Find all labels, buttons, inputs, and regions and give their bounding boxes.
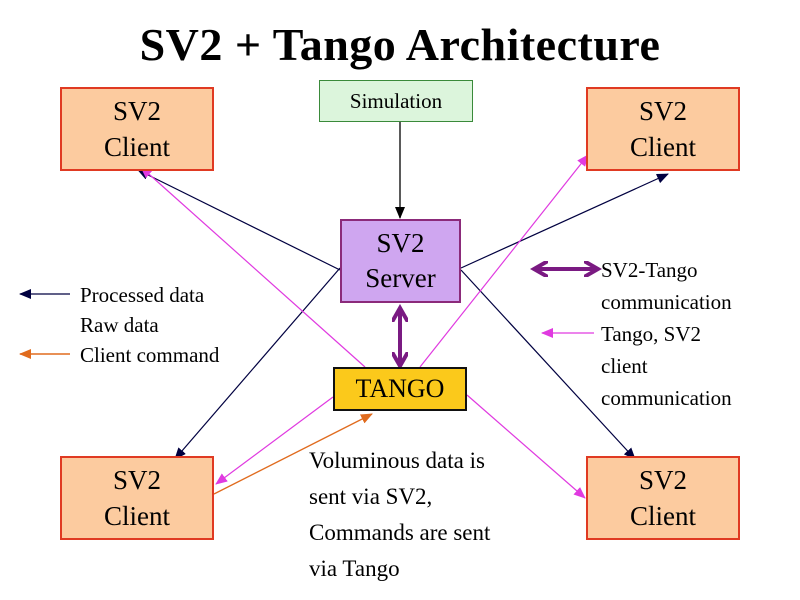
note-line2: sent via SV2,: [309, 484, 433, 509]
architecture-note: Voluminous data is sent via SV2, Command…: [309, 443, 490, 587]
legend-client-command: Client command: [80, 343, 220, 367]
note-line4: via Tango: [309, 556, 400, 581]
note-line1: Voluminous data is: [309, 448, 485, 473]
server-label-line2: Server: [365, 263, 436, 293]
simulation-label: Simulation: [349, 88, 443, 113]
arrow-server-to-client-bottom-left: [174, 267, 341, 460]
client-label-line2: Client: [104, 501, 170, 531]
arrow-server-to-client-top-right: [460, 173, 669, 269]
arrow-client-command-to-tango: [213, 413, 373, 495]
legend-tango-client-line1: Tango, SV2: [601, 322, 702, 346]
sv2-client-top-left: SV2 Client: [60, 87, 214, 171]
legend-processed-data: Processed data: [80, 283, 205, 307]
sv2-client-bottom-left: SV2 Client: [60, 456, 214, 540]
tango-node: TANGO: [333, 367, 467, 411]
tango-label: TANGO: [355, 374, 445, 403]
client-label-line2: Client: [630, 132, 696, 162]
arrow-server-to-client-top-left: [137, 169, 341, 271]
arrow-tango-to-client-top-right: [419, 154, 589, 368]
legend-tango-client-line3: communication: [601, 386, 732, 410]
sv2-client-top-right: SV2 Client: [586, 87, 740, 171]
note-line3: Commands are sent: [309, 520, 491, 545]
arrow-tango-to-client-bottom-right: [466, 394, 586, 499]
arrow-server-to-client-bottom-right: [460, 269, 636, 460]
client-label-line2: Client: [630, 501, 696, 531]
client-label-line1: SV2: [112, 95, 161, 126]
diagram-title: SV2 + Tango Architecture: [139, 19, 661, 70]
sv2-server-node: SV2 Server: [340, 219, 461, 303]
client-label-line1: SV2: [638, 95, 687, 126]
legend-tango-client-line2: client: [601, 354, 648, 378]
legend-sv2-tango-communication: SV2-Tango communication: [601, 254, 732, 318]
client-label-line1: SV2: [112, 464, 161, 495]
legend-tango-client-communication: Tango, SV2 client communication: [601, 318, 732, 414]
arrow-tango-to-client-bottom-left: [215, 396, 334, 485]
client-label-line1: SV2: [638, 464, 687, 495]
legend-sv2-tango-line1: SV2-Tango: [601, 258, 698, 282]
simulation-node: Simulation: [319, 80, 473, 122]
server-label-line1: SV2: [376, 227, 425, 258]
arrow-tango-to-client-top-left: [140, 166, 366, 368]
client-label-line2: Client: [104, 132, 170, 162]
legend-raw-data: Raw data: [80, 313, 159, 337]
sv2-client-bottom-right: SV2 Client: [586, 456, 740, 540]
legend-sv2-tango-line2: communication: [601, 290, 732, 314]
